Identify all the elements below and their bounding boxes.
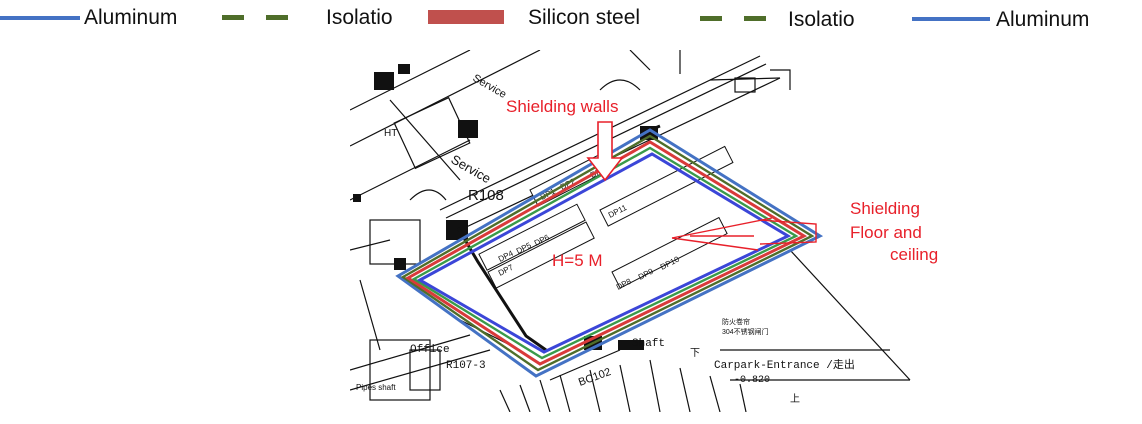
- shielding-aluminum-inner: [416, 152, 792, 354]
- room-height-label: H=5 M: [552, 251, 603, 270]
- label-office: Office: [410, 344, 450, 356]
- label-bc: BC102: [577, 366, 613, 389]
- legend-label: Isolatio: [326, 6, 393, 29]
- structural-columns: [353, 64, 658, 350]
- shielding-isolation-outer: [400, 134, 815, 372]
- label-ht: HT: [384, 128, 397, 139]
- shielding-floor-label-2: Floor and: [850, 223, 922, 242]
- label-down-char: 下: [690, 348, 700, 359]
- label-pipes-shaft: Pipes shaft: [356, 383, 396, 392]
- shielding-walls-callout: Shielding walls: [506, 97, 624, 182]
- legend-item-isolation-1: Isolatio: [222, 4, 452, 30]
- label-carpark: Carpark-Entrance /走出: [714, 357, 855, 372]
- legend-item-aluminum-1: Aluminum: [0, 4, 220, 30]
- label-note-cn-2: 304不锈钢闸门: [722, 327, 769, 336]
- legend-swatch-isolation: [744, 16, 766, 21]
- label-r108: R108: [468, 187, 504, 204]
- label-r107: R107-3: [446, 360, 486, 372]
- floor-ceiling-pointer: [671, 217, 817, 251]
- legend-swatch-isolation: [700, 16, 722, 21]
- label-service-mid: Service: [449, 152, 494, 187]
- shielding-isolation-inner: [411, 146, 799, 360]
- cad-linework: [350, 50, 911, 412]
- shielding-layers: [395, 128, 824, 378]
- shielding-silicon-steel: [405, 140, 808, 366]
- legend-swatch-isolation: [266, 15, 288, 20]
- legend: Aluminum Isolatio Silicon steel Isolatio…: [0, 0, 1142, 40]
- down-arrow-icon: [586, 121, 624, 182]
- shielding-walls-label: Shielding walls: [506, 97, 618, 116]
- label-shaft: Shaft: [632, 338, 665, 350]
- legend-label: Aluminum: [84, 6, 178, 29]
- shielding-floor-callout: Shielding Floor and ceiling: [850, 199, 938, 264]
- label-level: -0.820: [734, 375, 770, 386]
- legend-label: Isolatio: [788, 8, 855, 31]
- legend-label: Silicon steel: [528, 6, 641, 29]
- shielding-floor-label-1: Shielding: [850, 199, 920, 218]
- legend-swatch-aluminum: [912, 17, 990, 21]
- floor-plan: DP1 DP2 DP3 DP4 DP5 DP6 DP7 DP8 DP9 DP10…: [350, 50, 990, 412]
- label-service-top: Service: [471, 72, 509, 101]
- legend-item-aluminum-2: Aluminum: [912, 4, 1137, 31]
- floor-plan-drawing: DP1 DP2 DP3 DP4 DP5 DP6 DP7 DP8 DP9 DP10…: [350, 50, 938, 412]
- shielding-floor-label-3: ceiling: [890, 245, 938, 264]
- legend-label: Aluminum: [996, 8, 1090, 31]
- legend-swatch-aluminum: [0, 16, 80, 20]
- shielding-aluminum-outer: [395, 128, 824, 378]
- legend-item-silicon-steel: Silicon steel: [428, 4, 688, 30]
- legend-item-isolation-2: Isolatio: [700, 4, 900, 31]
- legend-swatch-silicon-steel: [428, 10, 504, 24]
- legend-swatch-isolation: [222, 15, 244, 20]
- label-up-char: 上: [790, 393, 800, 405]
- label-note-cn-1: 防火卷帘: [722, 317, 750, 326]
